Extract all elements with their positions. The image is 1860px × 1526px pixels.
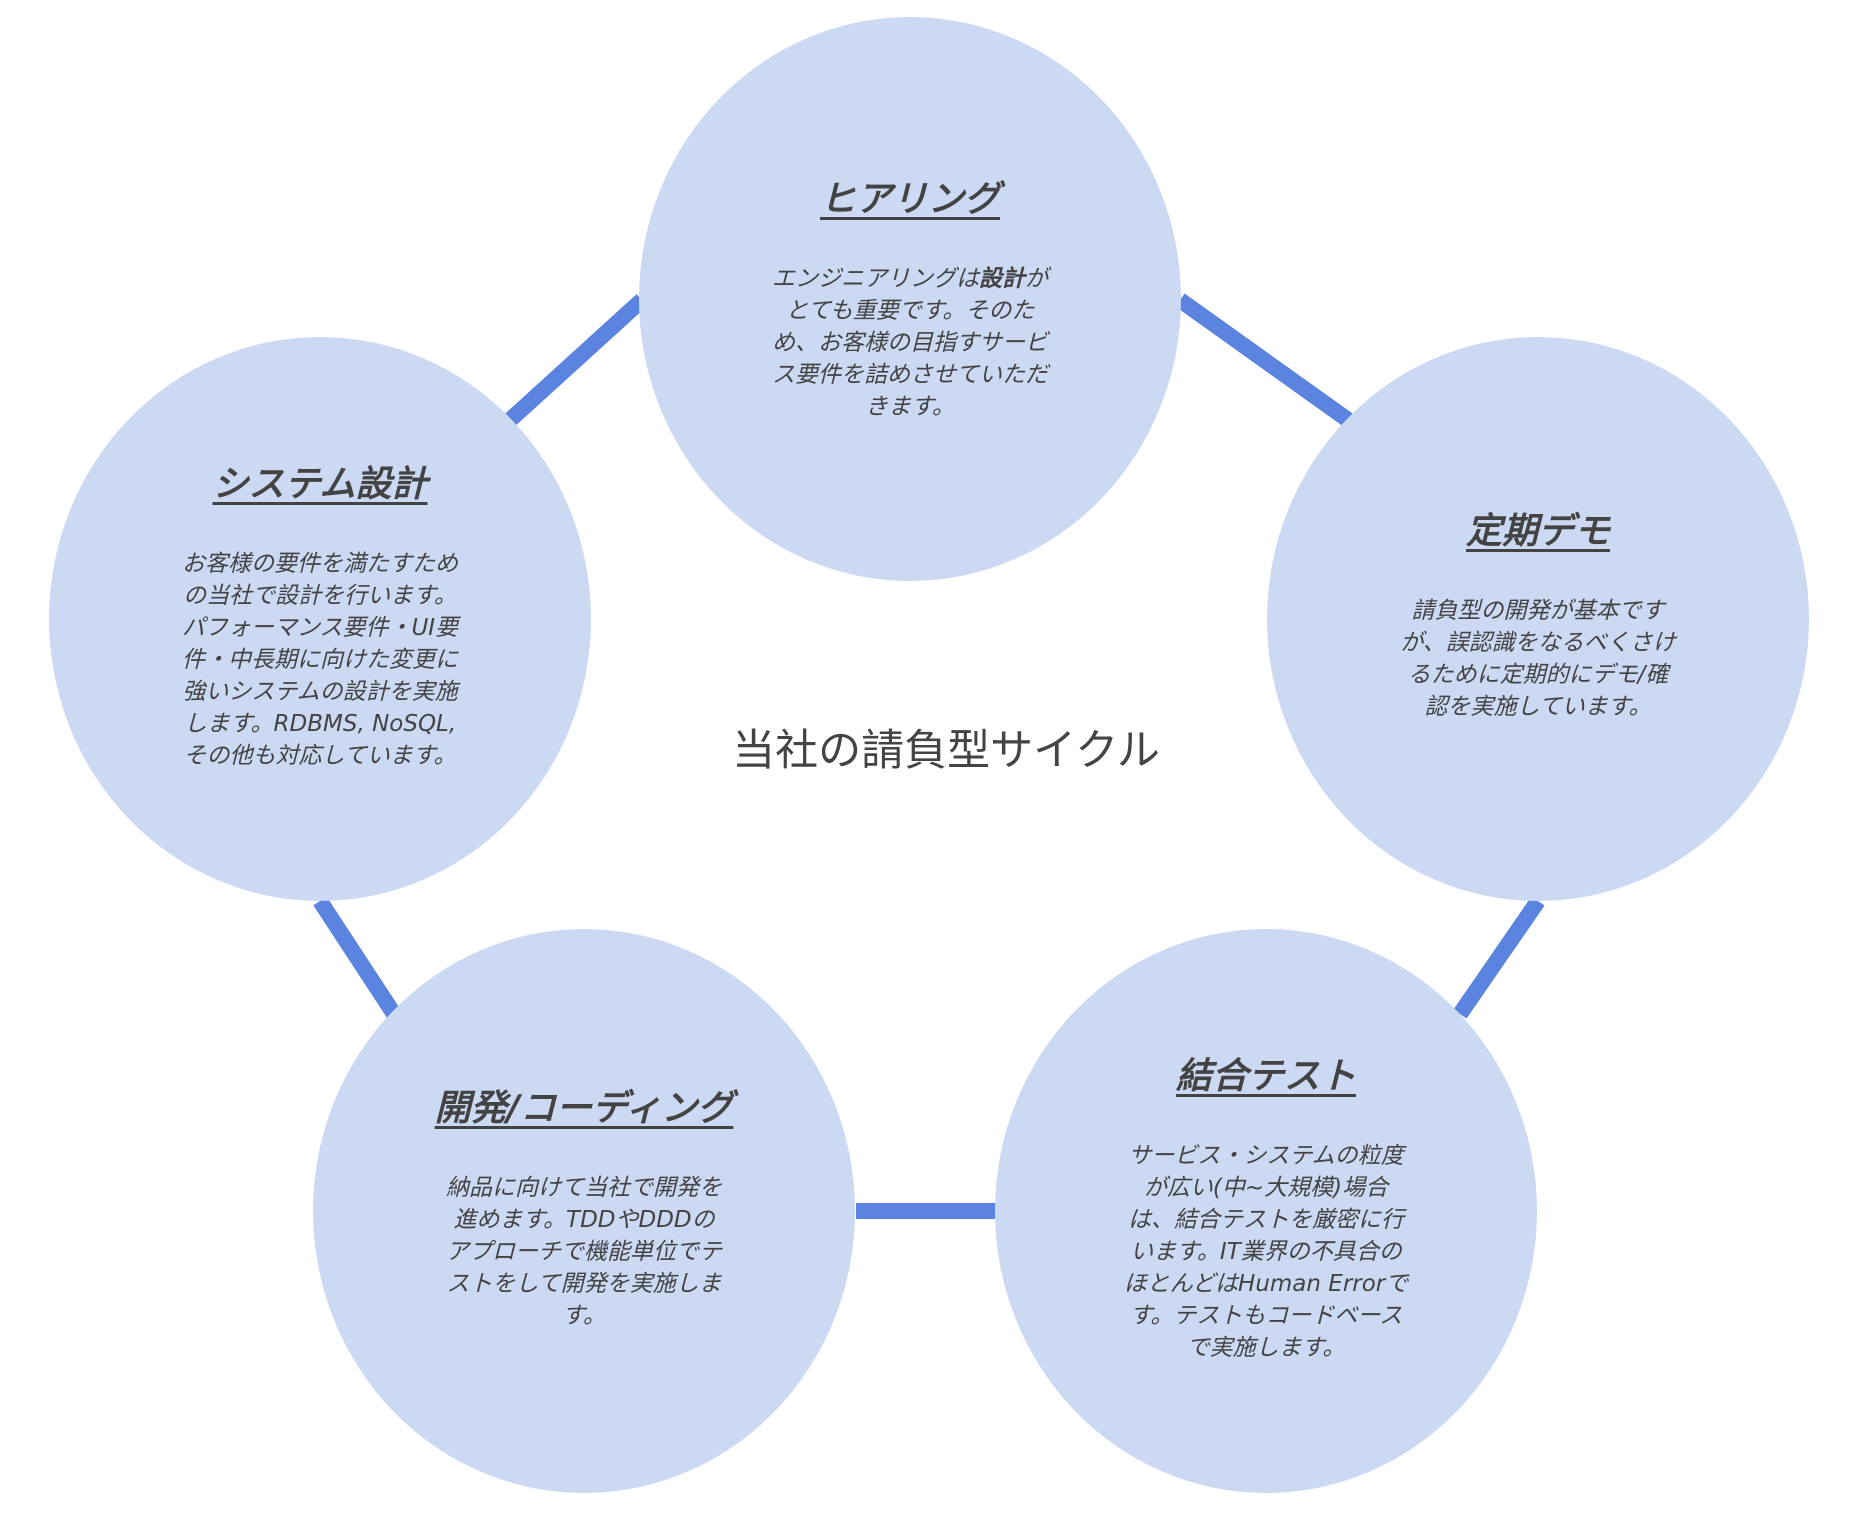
text-line: が広い(中~大規模)場合 — [1143, 1175, 1389, 1201]
node-heading: ヒアリング — [819, 179, 1000, 220]
text-line: 請負型の開発が基本です — [1411, 598, 1665, 624]
text-line: 件・中長期に向けた変更に — [182, 647, 458, 673]
text-line: す。テストもコードベース — [1129, 1303, 1403, 1329]
node-heading: システム設計 — [212, 464, 428, 505]
circle-system-design — [49, 337, 591, 901]
text-line: が、誤認識をなるべくさけ — [1400, 630, 1676, 656]
circle-demo — [1267, 337, 1809, 901]
node-description: サービス・システムの粒度 が広い(中~大規模)場合 は、結合テストを厳密に行 い… — [1086, 1140, 1446, 1364]
node-description: 納品に向けて当社で開発を 進めます。TDDやDDDの アプローチで機能単位でテ … — [404, 1172, 764, 1332]
text-line: きます。 — [865, 394, 955, 420]
text-line: その他も対応しています。 — [183, 743, 457, 769]
circle-development — [313, 929, 855, 1493]
text-line: で実施します。 — [1186, 1335, 1346, 1361]
node-hearing: ヒアリング エンジニアリングは設計が とても重要です。そのた め、お客様の目指す… — [730, 178, 1090, 423]
node-development: 開発/コーディング 納品に向けて当社で開発を 進めます。TDDやDDDの アプロ… — [404, 1087, 764, 1332]
node-heading: 定期デモ — [1465, 511, 1610, 552]
circle-integration-test — [995, 929, 1537, 1493]
node-demo: 定期デモ 請負型の開発が基本です が、誤認識をなるべくさけ るために定期的にデモ… — [1358, 510, 1718, 723]
node-heading: 開発/コーディング — [434, 1088, 734, 1129]
text-line: します。RDBMS, NoSQL, — [183, 711, 457, 737]
node-system-design: システム設計 お客様の要件を満たすため の当社で設計を行います。 パフォーマンス… — [140, 463, 500, 772]
text: エンジニアリングは — [772, 266, 979, 292]
text-line: サービス・システムの粒度 — [1128, 1143, 1404, 1169]
text-line: います。IT業界の不具合の — [1130, 1239, 1402, 1265]
connector-hearing-demo — [1175, 293, 1353, 427]
connector-design-hearing — [504, 294, 648, 426]
node-description: お客様の要件を満たすため の当社で設計を行います。 パフォーマンス要件・UI要 … — [140, 548, 500, 772]
text-line: 進めます。TDDやDDDの — [453, 1207, 715, 1233]
text-line: ス要件を詰めさせていただ — [772, 362, 1048, 388]
text-line: ほとんどはHuman Errorで — [1123, 1271, 1409, 1297]
connector-demo-test — [1453, 896, 1545, 1019]
text-line: パフォーマンス要件・UI要 — [181, 615, 459, 641]
text-line: め、お客様の目指すサービ — [772, 330, 1048, 356]
diagram-title: 当社の請負型サイクル — [732, 726, 1160, 776]
text-line: の当社で設計を行います。 — [183, 583, 457, 609]
bold-text: 設計 — [979, 266, 1025, 292]
connector-development-design — [313, 896, 401, 1019]
text-line: 認を実施しています。 — [1424, 694, 1652, 720]
node-heading: 結合テスト — [1175, 1056, 1356, 1097]
text-line: アプローチで機能単位でテ — [446, 1239, 722, 1265]
text-line: は、結合テストを厳密に行 — [1128, 1207, 1404, 1233]
text-line: るために定期的にデモ/確 — [1407, 662, 1669, 688]
node-description: 請負型の開発が基本です が、誤認識をなるべくさけ るために定期的にデモ/確 認を… — [1358, 595, 1718, 723]
text-line: お客様の要件を満たすため — [182, 551, 458, 577]
text-line: す。 — [562, 1303, 606, 1329]
text: が — [1025, 266, 1048, 292]
node-description: エンジニアリングは設計が とても重要です。そのた め、お客様の目指すサービ ス要… — [730, 263, 1090, 423]
text-line: ストをして開発を実施しま — [446, 1271, 722, 1297]
text-line: 強いシステムの設計を実施 — [182, 679, 458, 705]
text-line: 納品に向けて当社で開発を — [446, 1175, 722, 1201]
node-integration-test: 結合テスト サービス・システムの粒度 が広い(中~大規模)場合 は、結合テストを… — [1086, 1055, 1446, 1364]
text-line: とても重要です。そのた — [785, 298, 1035, 324]
circle-hearing — [639, 17, 1181, 581]
